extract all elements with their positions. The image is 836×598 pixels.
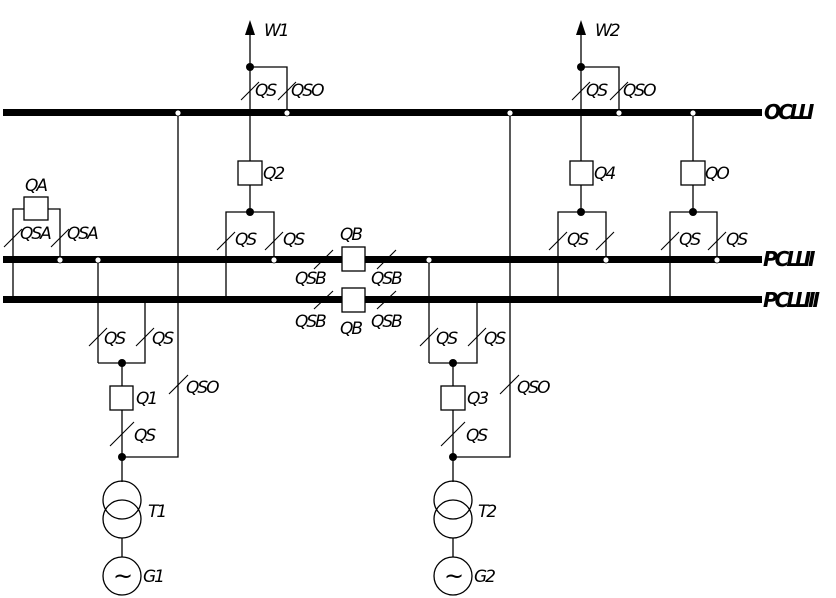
label-qs: QS (134, 426, 156, 446)
generator-g1 (102, 556, 142, 596)
breaker-qb-bottom (341, 287, 366, 313)
transformer-t1-winding-1 (102, 480, 142, 520)
label-g2: G2 (474, 567, 495, 587)
label-qsb: QSB (295, 269, 326, 289)
label-q2: Q2 (263, 164, 284, 184)
label-qs: QS (679, 230, 701, 250)
label-qsb: QSB (371, 312, 402, 332)
junction-dot (689, 208, 697, 216)
transformer-t2-winding-1 (433, 480, 473, 520)
bus-osh-label: ОСШ (764, 100, 815, 124)
label-q1: Q1 (136, 389, 156, 409)
label-qb-bottom: QB (340, 319, 362, 339)
bus-coupler-qb: QB QB QSB QSB QSB QSB (295, 225, 404, 339)
junction-dot (577, 208, 585, 216)
bus-tap (174, 109, 182, 117)
bus-rsh-1 (3, 256, 762, 263)
bus-osh (3, 109, 762, 116)
label-t1: T1 (148, 502, 165, 522)
arrow-up-icon (245, 20, 255, 35)
generator-g2 (433, 556, 473, 596)
label-qs: QS (466, 426, 488, 446)
breaker-q4 (569, 160, 594, 186)
breaker-q2 (237, 160, 263, 186)
label-qo: QO (705, 164, 729, 184)
label-qs: QS (586, 81, 608, 101)
label-qs: QS (567, 230, 589, 250)
label-q4: Q4 (594, 164, 615, 184)
junction-dot (246, 63, 254, 71)
label-t2: T2 (478, 502, 496, 522)
bus-rsh-2-label: РСШII (763, 288, 820, 312)
bus-rsh-2 (3, 296, 762, 303)
label-qs: QS (726, 230, 748, 250)
disconnector-qso-mark (277, 81, 297, 101)
label-qso: QSO (517, 378, 550, 398)
label-qs: QS (283, 230, 305, 250)
label-qsb: QSB (295, 312, 326, 332)
bus-tap (56, 256, 64, 264)
label-qs: QS (436, 329, 458, 349)
bus-tap (506, 109, 514, 117)
disconnector-qs-mark (240, 81, 260, 101)
label-qsa: QSA (67, 224, 98, 244)
junction-dot (577, 63, 585, 71)
label-qs: QS (484, 329, 506, 349)
ac-tilde-icon: ~ (444, 562, 464, 590)
junction-dot (246, 208, 254, 216)
label-qs: QS (255, 81, 277, 101)
label-qs: QS (152, 329, 174, 349)
breaker-qo (680, 160, 706, 186)
coupler-breaker-qa: QA QSA QSA (3, 176, 100, 300)
breaker-q1 (109, 385, 134, 411)
bus-rsh-1-label: РСШI (763, 247, 816, 271)
bus-tap (283, 109, 291, 117)
breaker-qa (23, 196, 49, 221)
breaker-qb-top (341, 246, 366, 272)
bypass-breaker-qo: QO QS QS (660, 109, 750, 300)
line-label-w1: W1 (264, 21, 288, 41)
line-label-w2: W2 (595, 21, 620, 41)
breaker-q3 (440, 385, 466, 411)
label-qb-top: QB (340, 225, 362, 245)
feeder-w2: W2 QS QSO Q4 QS (548, 20, 658, 300)
bus-tap (602, 256, 610, 264)
generator-unit-1: QS QS Q1 QS QSO T1 ~ G1 (88, 109, 221, 596)
arrow-up-icon (576, 20, 586, 35)
label-qs: QS (104, 329, 126, 349)
label-qsb: QSB (371, 269, 402, 289)
bus-tap (713, 256, 721, 264)
label-qs: QS (235, 230, 257, 250)
ac-tilde-icon: ~ (113, 562, 133, 590)
bus-tap (270, 256, 278, 264)
generator-unit-2: QS QS Q3 QS QSO T2 ~ G2 (419, 109, 552, 596)
label-q3: Q3 (467, 389, 488, 409)
label-qso: QSO (623, 81, 656, 101)
bus-tap (689, 109, 697, 117)
bus-tap (425, 256, 433, 264)
label-g1: G1 (143, 567, 163, 587)
label-qsa: QSA (20, 224, 51, 244)
label-qa: QA (25, 176, 47, 196)
feeder-w1: W1 QS QSO Q2 QS QS (216, 20, 326, 300)
label-qso: QSO (291, 81, 324, 101)
label-qso: QSO (186, 378, 219, 398)
bus-tap (615, 109, 623, 117)
bus-tap (94, 256, 102, 264)
